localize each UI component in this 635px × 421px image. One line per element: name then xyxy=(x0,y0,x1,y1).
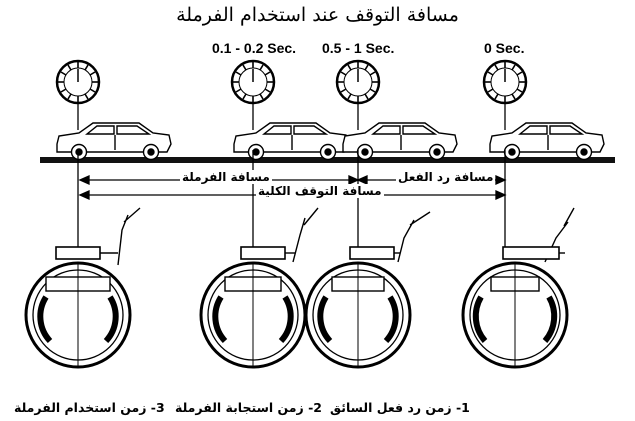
time-label-reaction: 0.5 - 1 Sec. xyxy=(322,40,395,56)
car-4 xyxy=(489,122,605,161)
reaction-distance-label: مسافة رد الفعل xyxy=(396,170,496,184)
caption-driver-reaction-time: 1- زمن رد فعل السائق xyxy=(330,400,470,415)
caption-braking-time: 3- زمن استخدام الفرملة xyxy=(14,400,165,415)
braking-distance-label: مسافة الفرملة xyxy=(180,170,272,184)
brake-drum-4 xyxy=(461,246,569,369)
guide-lines xyxy=(77,150,506,250)
total-stopping-distance-label: مسافة التوقف الكلية xyxy=(256,184,384,198)
brake-drum-3 xyxy=(304,246,412,369)
time-label-response: 0.1 - 0.2 Sec. xyxy=(212,40,297,56)
brake-drum-2 xyxy=(199,246,307,369)
car-3 xyxy=(342,122,458,161)
diagram-title: مسافة التوقف عند استخدام الفرملة xyxy=(176,4,459,26)
car-1 xyxy=(56,122,172,161)
pedal-linkages xyxy=(117,207,575,266)
time-label-start: 0 Sec. xyxy=(484,40,525,56)
dial-3 xyxy=(335,59,381,130)
car-2 xyxy=(233,122,349,161)
dial-1 xyxy=(55,59,101,130)
brake-drum-1 xyxy=(24,246,132,369)
caption-brake-response-time: 2- زمن استجابة الفرملة xyxy=(175,400,322,415)
dial-4 xyxy=(482,59,528,130)
dial-2 xyxy=(230,59,276,130)
